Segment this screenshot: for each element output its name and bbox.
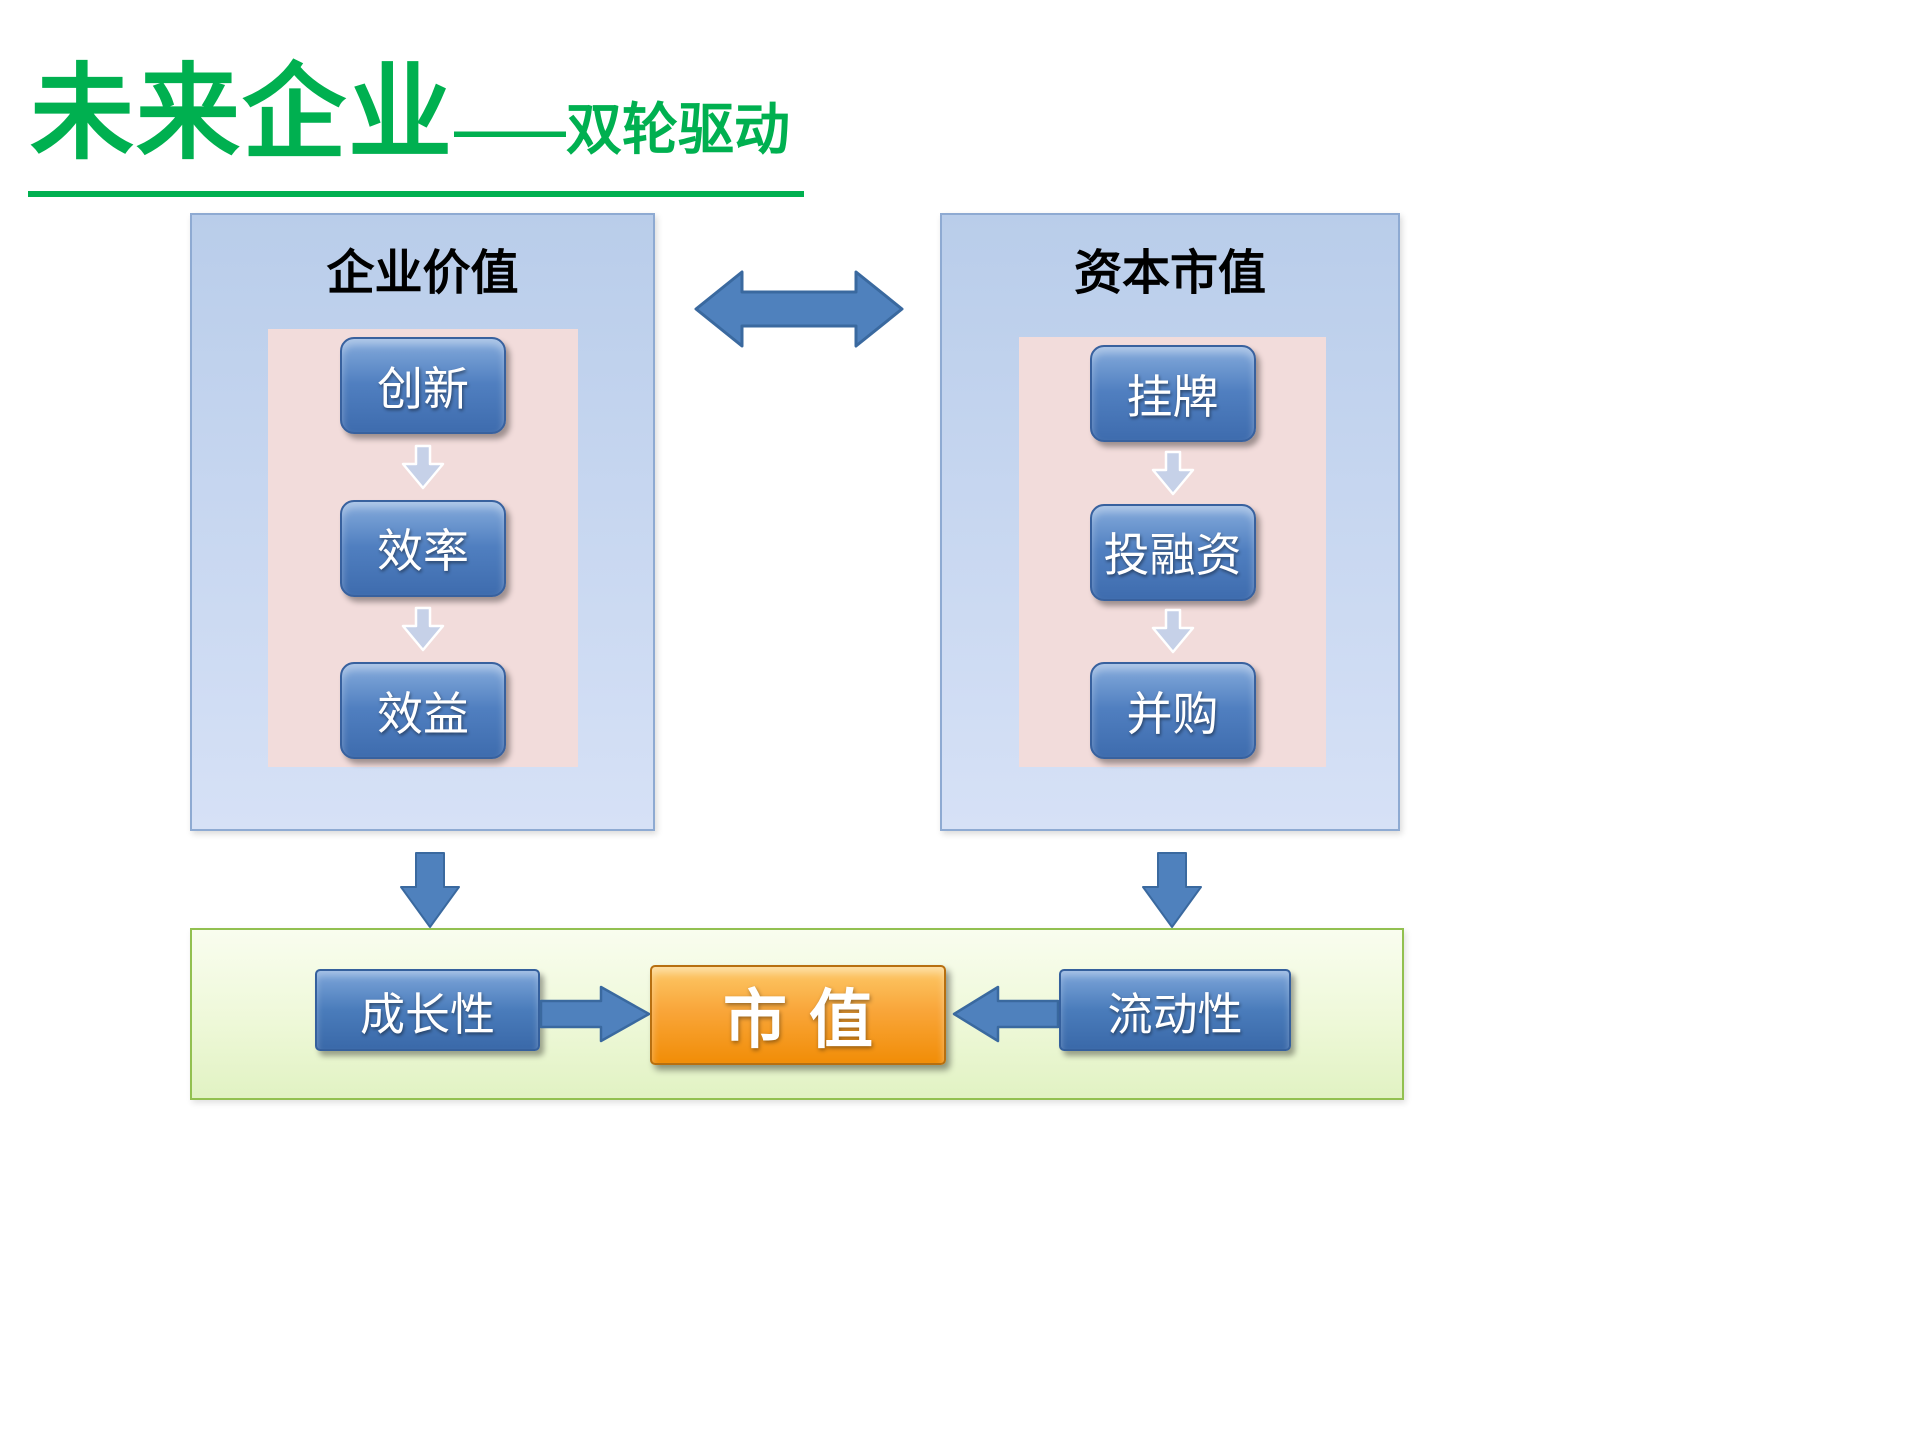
down-arrow-icon bbox=[401, 444, 445, 489]
enterprise-value-panel: 企业价值 创新 效率 效益 bbox=[190, 213, 655, 831]
page-title-main: 未来企业 bbox=[30, 56, 455, 172]
step-box-benefit: 效益 bbox=[340, 662, 506, 759]
page-title-sub: ——双轮驱动 bbox=[454, 98, 791, 161]
market-value-bar: 成长性 市值 流动性 bbox=[190, 928, 1404, 1100]
growth-box: 成长性 bbox=[315, 969, 540, 1051]
capital-market-process-area: 挂牌 投融资 并购 bbox=[1019, 337, 1326, 767]
step-box-innovation: 创新 bbox=[340, 337, 506, 434]
right-arrow-icon bbox=[539, 985, 651, 1043]
step-box-investment-financing: 投融资 bbox=[1089, 503, 1256, 601]
down-arrow-icon bbox=[401, 607, 445, 652]
left-arrow-icon bbox=[952, 985, 1060, 1043]
down-arrow-icon bbox=[1142, 852, 1202, 928]
enterprise-value-process-area: 创新 效率 效益 bbox=[268, 329, 578, 767]
step-box-efficiency: 效率 bbox=[340, 499, 506, 597]
down-arrow-icon bbox=[1151, 609, 1194, 654]
page-title: 未来企业——双轮驱动 bbox=[28, 28, 805, 197]
down-arrow-icon bbox=[400, 852, 460, 928]
liquidity-box: 流动性 bbox=[1059, 969, 1291, 1051]
market-value-box: 市值 bbox=[650, 965, 946, 1065]
capital-market-title: 资本市值 bbox=[1073, 247, 1266, 300]
down-arrow-icon bbox=[1151, 450, 1194, 495]
double-arrow-icon bbox=[694, 270, 904, 348]
enterprise-value-title: 企业价值 bbox=[326, 247, 519, 300]
step-box-listing: 挂牌 bbox=[1089, 345, 1256, 442]
capital-market-panel: 资本市值 挂牌 投融资 并购 bbox=[940, 213, 1400, 831]
step-box-merger-acquisition: 并购 bbox=[1089, 662, 1256, 759]
